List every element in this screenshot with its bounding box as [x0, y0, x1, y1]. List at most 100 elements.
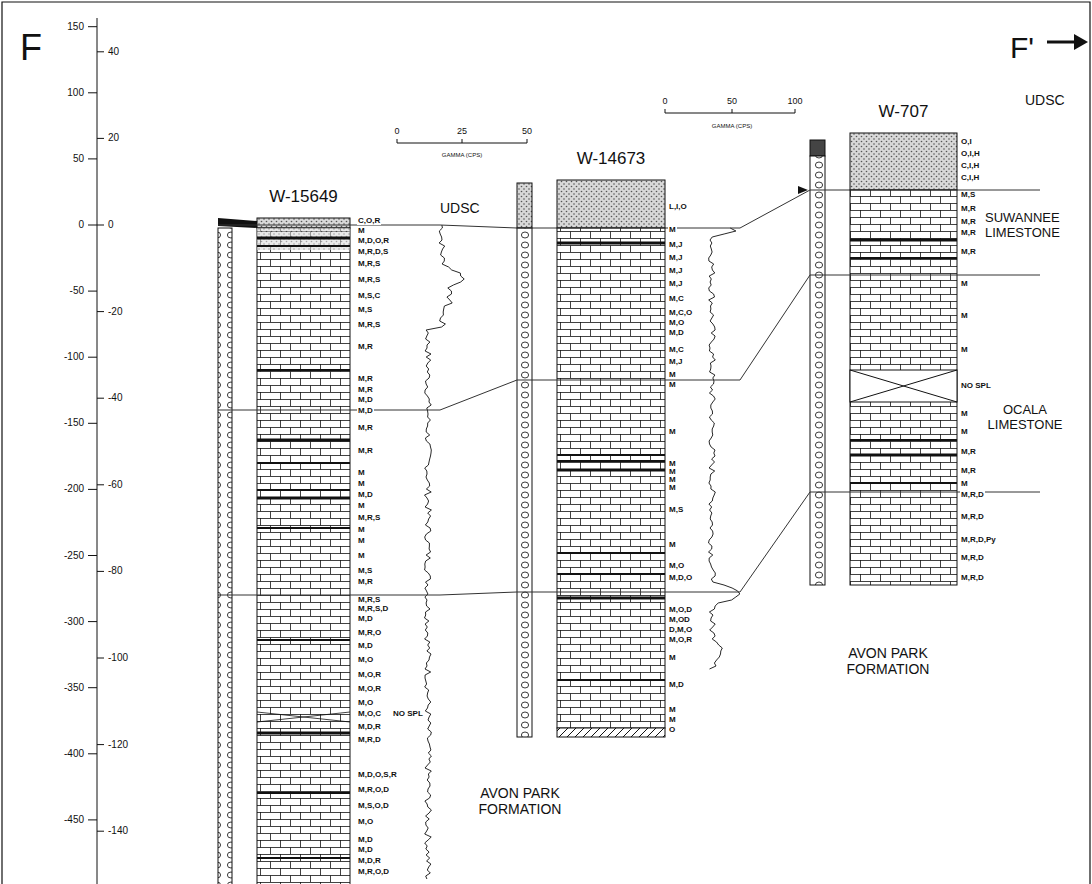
lithology-code: M,D,R	[357, 723, 382, 731]
gamma-scale: 0	[662, 97, 667, 106]
correlation-line	[665, 492, 810, 592]
elevation-m: -80	[108, 566, 122, 576]
dolomite-band	[257, 497, 350, 500]
lithology-code: M,D	[357, 491, 374, 499]
lithology-code: M	[668, 468, 677, 476]
lithology-code: D,M,O	[668, 626, 693, 634]
elevation-m: -60	[108, 480, 122, 490]
section-letter: F	[20, 30, 42, 66]
dolomite-band	[557, 679, 665, 681]
lithology-code: M	[668, 484, 677, 492]
lithology-code: M,R	[960, 218, 977, 226]
elevation-ft: -300	[64, 617, 84, 627]
lithology-code: M,R	[960, 205, 977, 213]
ft-tick	[88, 819, 97, 820]
dolomite-band	[257, 439, 350, 442]
lithology-code: M,D	[357, 642, 374, 650]
dolomite-band	[257, 369, 350, 371]
well-column: W-14673	[517, 180, 665, 737]
gamma-scale: 0	[394, 127, 399, 136]
well-column: W-15649	[218, 218, 350, 884]
m-tick	[97, 571, 104, 572]
lithology-code: M,C	[668, 295, 685, 303]
dolomite-band	[257, 489, 350, 491]
lithology-code: M,D,O,R	[357, 237, 390, 245]
elevation-ft: -150	[64, 418, 84, 428]
elevation-ft: -250	[64, 551, 84, 561]
m-tick	[97, 225, 104, 226]
lithology-code: M,R,O	[357, 629, 382, 637]
gamma-scale: 25	[457, 127, 467, 136]
lithology-code: M,J	[668, 358, 683, 366]
lithology-code: M	[960, 312, 969, 320]
correlation-line	[665, 275, 810, 380]
lithology-code: O,I,H	[960, 150, 981, 158]
unit-boundary	[218, 225, 350, 226]
correlation-line	[350, 592, 517, 595]
dolomite-band	[557, 552, 665, 554]
gamma-scale: GAMMA (CPS)	[712, 123, 752, 129]
lithology-code: M,R	[960, 448, 977, 456]
lithology-code: C,I,H	[960, 162, 980, 170]
correlation-line	[665, 190, 810, 228]
lithology-code: M,R	[357, 375, 374, 383]
dolomite-band	[257, 527, 350, 529]
gamma-scale: 50	[727, 97, 737, 106]
ft-tick	[88, 291, 97, 292]
m-tick	[97, 744, 104, 745]
lithology-code: M,R,S,D	[357, 605, 389, 613]
lithology-code: M	[960, 410, 969, 418]
lithology-code: M,S	[357, 306, 373, 314]
correlation-line	[350, 380, 517, 410]
well-column: W-707	[810, 133, 957, 585]
lithology-code: M,R,O,D	[357, 786, 390, 794]
dolomite-band	[557, 469, 665, 472]
dolomite-band	[257, 245, 350, 247]
unit-boundary	[517, 228, 665, 229]
lithology-code: M,R,S	[357, 514, 381, 522]
lithology-code: M	[668, 541, 677, 549]
lithology-code: M,J	[668, 267, 683, 275]
lithology-code: M,S	[357, 567, 373, 575]
m-tick	[97, 398, 104, 399]
unit-label: OCALA LIMESTONE	[983, 403, 1067, 433]
elevation-ft: 100	[67, 88, 84, 98]
lithology-code: M,R	[960, 467, 977, 475]
lithology-code: M,R,D	[960, 554, 985, 562]
lithology-code: M	[668, 226, 677, 234]
dolomite-band	[257, 857, 350, 859]
lithology-code: M,O,C	[357, 710, 382, 718]
lithology-code: M	[668, 716, 677, 724]
elevation-ft: 50	[73, 154, 84, 164]
m-tick	[97, 138, 104, 139]
ft-tick	[88, 357, 97, 358]
well-name: W-15649	[257, 188, 350, 205]
lithology-code: M,D	[668, 681, 685, 689]
unit-boundary	[810, 275, 1040, 276]
section-letter: F'	[1010, 33, 1034, 63]
lithology-code: M,C,O	[668, 309, 693, 317]
elevation-m: -140	[108, 826, 128, 836]
lithology-code: M,R	[357, 578, 374, 586]
lithology-code: M,D	[357, 846, 374, 854]
lithology-code: M,R,S	[357, 596, 381, 604]
elevation-m: 40	[108, 47, 119, 57]
dolomite-band	[257, 732, 350, 735]
lithology-code: M,R	[357, 447, 374, 455]
lithology-code: M,R	[357, 386, 374, 394]
elevation-ft: -200	[64, 484, 84, 494]
unit-boundary	[218, 595, 350, 596]
dolomite-band	[557, 573, 665, 575]
lithology-code: O	[668, 726, 676, 734]
lithology-code: M,J	[668, 241, 683, 249]
lithology-code: M	[357, 537, 366, 545]
elevation-ft: -350	[64, 683, 84, 693]
ft-tick	[88, 158, 97, 159]
lithology-code: M,D	[357, 407, 374, 415]
unit-label: AVON PARK FORMATION	[832, 645, 944, 677]
lithology-code: M	[668, 654, 677, 662]
dolomite-band	[257, 462, 350, 464]
